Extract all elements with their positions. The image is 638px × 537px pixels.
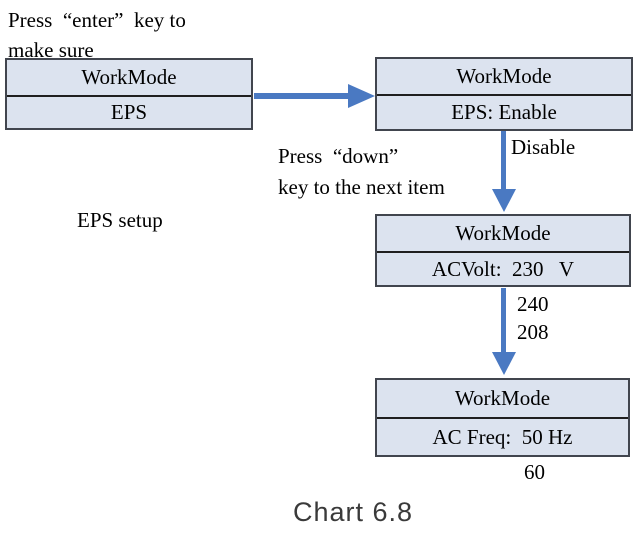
lcd-value: ACVolt: 230 V [431,256,575,281]
alt-value-208: 208 [517,320,549,344]
note-press-down-line2: key to the next item [278,175,445,199]
arrow-down-2-line [501,288,506,353]
note-press-down-line1: Press “down” [278,144,399,168]
arrow-down-1-head [492,189,516,212]
chart-caption: Chart 6.8 [292,497,414,527]
lcd-value: AC Freq: 50 Hz [432,424,573,449]
alt-value-60: 60 [524,460,545,484]
lcd-value: EPS [110,100,148,124]
lcd-screen-eps-enable: WorkMode EPS: Enable [375,57,633,131]
arrow-enter-line [254,93,349,99]
arrow-down-1-line [501,131,506,190]
alt-value-disable: Disable [511,135,576,159]
lcd-value: EPS: Enable [451,100,557,124]
arrow-down-2-head [492,352,516,375]
lcd-title: WorkMode [377,59,631,96]
lcd-screen-ac-volt: WorkMode ACVolt: 230 V [375,214,631,287]
lcd-screen-eps-menu: WorkMode EPS [5,58,253,130]
lcd-title: WorkMode [7,60,251,97]
note-eps-setup: EPS setup [77,208,163,232]
lcd-title: WorkMode [377,216,629,253]
lcd-title: WorkMode [377,380,628,419]
lcd-screen-ac-freq: WorkMode AC Freq: 50 Hz [375,378,630,457]
arrow-enter-head [348,84,375,108]
alt-value-240: 240 [517,292,549,316]
note-press-enter-line1: Press “enter” key to [8,8,186,32]
